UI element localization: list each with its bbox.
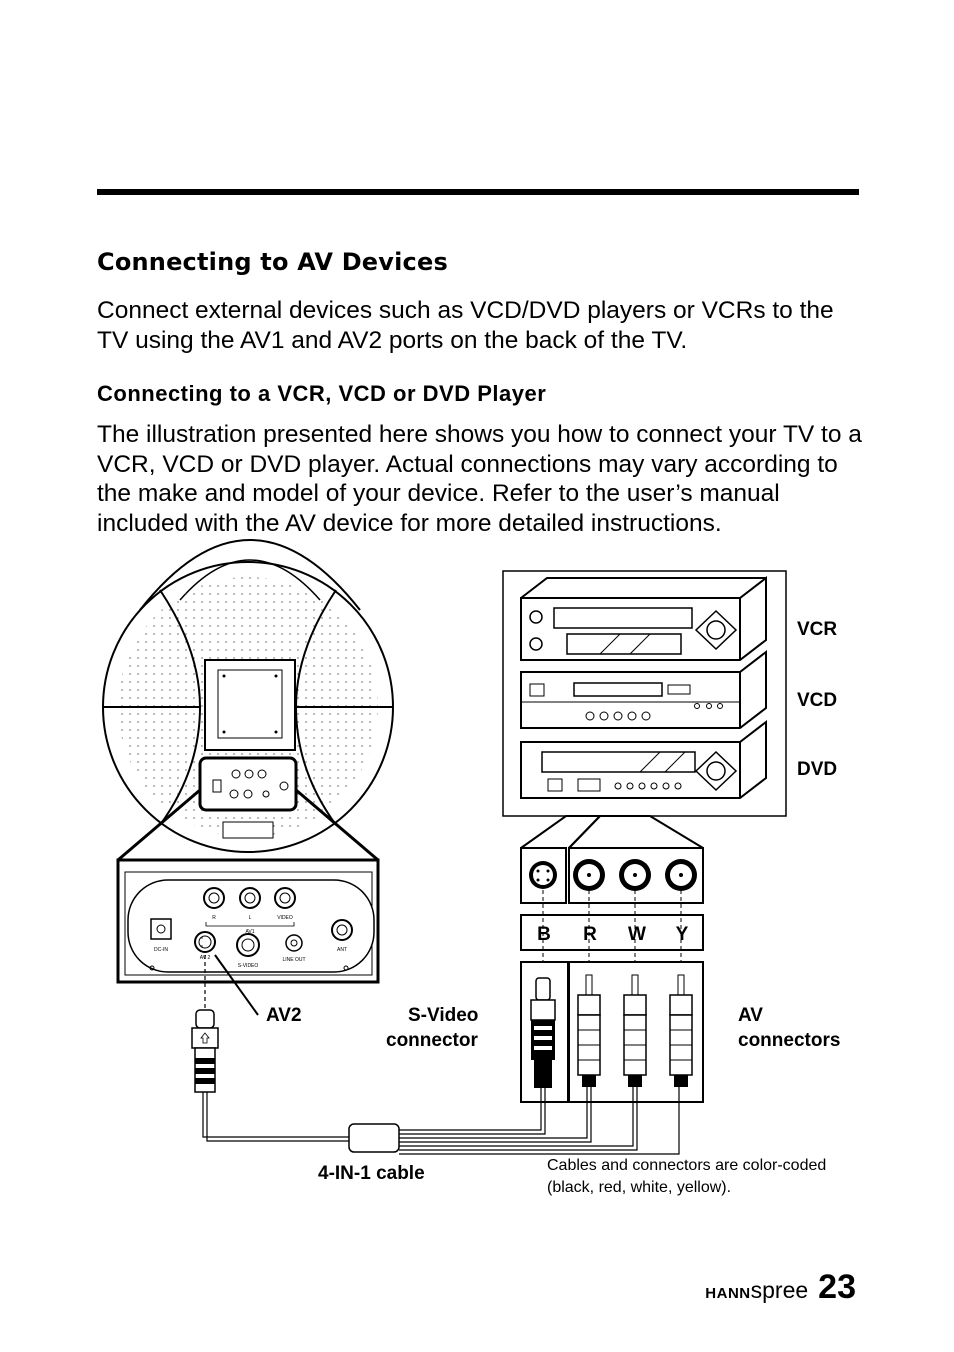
body-paragraph: The illustration presented here shows yo… [97,421,862,537]
top-rule [97,189,859,195]
color-code-note: Cables and connectors are color-coded (b… [547,1157,827,1196]
panel-label-lineout: LINE OUT [282,957,305,963]
tv-port-panel: R L VIDEO AV1 DC-IN AV 2 S-VIDEO LINE OU… [116,858,380,1016]
panel-label-av1: AV1 [245,929,254,935]
four-in-one-cable [202,1087,680,1155]
av2-plug [191,955,219,1093]
intro-paragraph: Connect external devices such as VCD/DVD… [97,297,834,354]
panel-label-video: VIDEO [277,915,293,921]
subsection-title: Connecting to a VCR, VCD or DVD Player [97,381,547,406]
brand-logo-bold: HANN [705,1285,751,1302]
label-vcd: VCD [797,690,837,711]
callout-av-line2: connectors [738,1030,841,1051]
callout-svideo-line2: connector [386,1030,478,1051]
cable-plugs [520,961,704,1103]
panel-label-dcin: DC-IN [154,947,168,953]
port-letter-b: B [537,924,551,945]
port-letter-r: R [583,924,597,945]
callout-av-line1: AV [738,1005,763,1026]
label-vcr: VCR [797,619,837,640]
vcr-device [520,575,767,661]
label-dvd: DVD [797,759,837,780]
callout-av2: AV2 [266,1005,302,1026]
panel-label-r: R [212,915,216,921]
port-letter-y: Y [676,924,689,945]
vcd-device [520,649,767,729]
panel-label-l: L [249,915,252,921]
page-footer: HANN spree 23 [705,1268,856,1312]
port-letter-w: W [628,924,646,945]
dvd-device [520,719,767,799]
device-rear-ports: B R W Y [520,815,704,975]
page-number: 23 [818,1268,856,1306]
brand-logo-light: spree [750,1277,809,1303]
panel-label-svideo: S-VIDEO [238,963,259,969]
callout-svideo-line1: S-Video [408,1005,479,1026]
section-title: Connecting to AV Devices [97,248,448,276]
tv-back-illustration [102,539,394,862]
av-device-stack: VCR VCD DVD [502,570,837,817]
callout-cable: 4-IN-1 cable [318,1163,425,1184]
panel-label-ant: ANT [337,947,347,953]
